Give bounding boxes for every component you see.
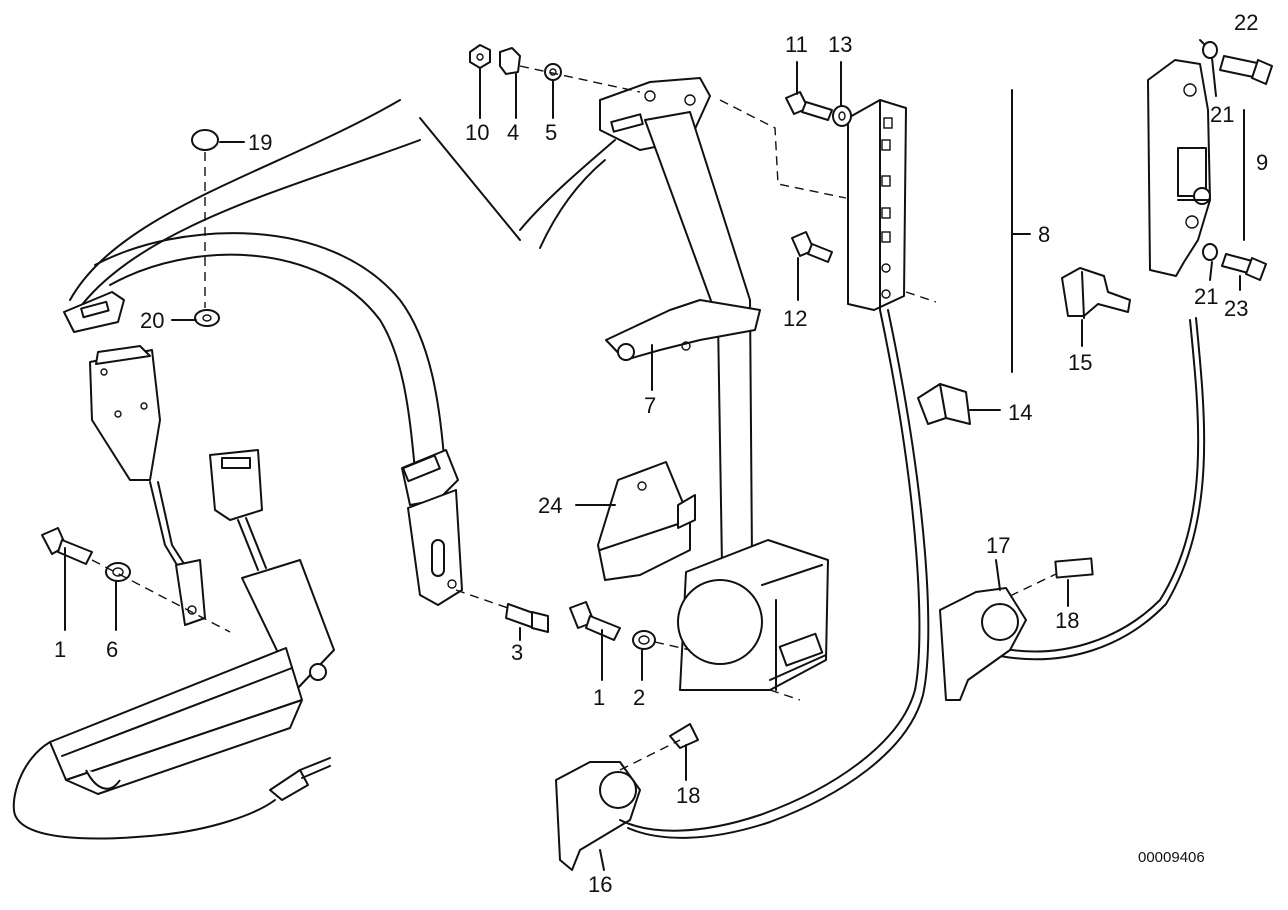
clip-20 bbox=[194, 309, 220, 327]
cable-right bbox=[999, 319, 1200, 653]
callout-24: 24 bbox=[538, 493, 562, 518]
clip-14 bbox=[917, 383, 1001, 425]
belt-webbing-curve bbox=[69, 99, 521, 471]
callout-15: 15 bbox=[1068, 350, 1092, 375]
callout-6: 6 bbox=[106, 637, 118, 662]
cable-right-outer bbox=[999, 317, 1206, 661]
belt-tongue bbox=[89, 345, 206, 626]
bolt-22 bbox=[1219, 55, 1273, 85]
buckle-sleeve bbox=[12, 647, 331, 840]
fastener-axis-top bbox=[519, 65, 641, 93]
callout-20: 20 bbox=[140, 308, 164, 333]
callout-21-top: 21 bbox=[1210, 102, 1234, 127]
callout-19: 19 bbox=[248, 130, 272, 155]
callout-12: 12 bbox=[783, 306, 807, 331]
callout-11: 11 bbox=[785, 32, 808, 57]
bolt-23 bbox=[1221, 253, 1267, 281]
leader-lines bbox=[64, 57, 1241, 871]
clip-15 bbox=[1061, 267, 1131, 319]
callout-22: 22 bbox=[1234, 10, 1258, 35]
washer-13 bbox=[832, 105, 852, 127]
callout-8: 8 bbox=[1038, 222, 1050, 247]
callout-4: 4 bbox=[507, 120, 519, 145]
callout-labels: 1 6 3 1 2 16 18 17 18 24 7 10 4 5 19 20 … bbox=[54, 10, 1268, 897]
callout-21-bottom: 21 bbox=[1194, 284, 1218, 309]
height-adjuster-rail bbox=[847, 99, 937, 311]
upper-anchor-9 bbox=[1147, 59, 1211, 277]
fastener-axis-rail bbox=[719, 99, 847, 199]
catalog-number: 00009406 bbox=[1138, 849, 1205, 866]
callout-1-center: 1 bbox=[593, 685, 605, 710]
callout-7: 7 bbox=[644, 393, 656, 418]
belt-guide-loop bbox=[63, 291, 125, 333]
callout-5: 5 bbox=[545, 120, 557, 145]
callout-1-left: 1 bbox=[54, 637, 66, 662]
belt-end-fitting bbox=[401, 449, 463, 606]
buckle-stalk bbox=[209, 449, 335, 691]
bolt-11 bbox=[785, 91, 833, 121]
callout-10: 10 bbox=[465, 120, 489, 145]
floor-anchor-17 bbox=[939, 573, 1057, 701]
callout-9: 9 bbox=[1256, 150, 1268, 175]
bolt-center bbox=[569, 601, 691, 651]
cap-19 bbox=[191, 129, 219, 308]
callout-14: 14 bbox=[1008, 400, 1032, 425]
cable-connector-18-center bbox=[619, 723, 699, 771]
cable-connector-18-right bbox=[1054, 557, 1094, 579]
callout-18-center: 18 bbox=[676, 783, 700, 808]
retractor-body bbox=[677, 539, 829, 701]
washer-5 bbox=[544, 63, 562, 81]
callout-16: 16 bbox=[588, 872, 612, 897]
callout-3: 3 bbox=[511, 640, 523, 665]
callout-23: 23 bbox=[1224, 296, 1248, 321]
washer-21-bottom bbox=[1202, 243, 1218, 261]
spacer-4 bbox=[499, 47, 521, 75]
floor-anchor-16 bbox=[555, 309, 930, 871]
bolt-12 bbox=[791, 231, 833, 263]
height-adjuster-bracket bbox=[605, 299, 761, 361]
callout-2: 2 bbox=[633, 685, 645, 710]
washer-21-top bbox=[1199, 39, 1218, 59]
bolt-left bbox=[41, 527, 231, 633]
bolt-3 bbox=[455, 589, 549, 633]
mounting-bracket bbox=[597, 461, 696, 581]
callout-18-right: 18 bbox=[1055, 608, 1079, 633]
nut-10 bbox=[469, 44, 491, 69]
callout-17: 17 bbox=[986, 533, 1010, 558]
callout-13: 13 bbox=[828, 32, 852, 57]
